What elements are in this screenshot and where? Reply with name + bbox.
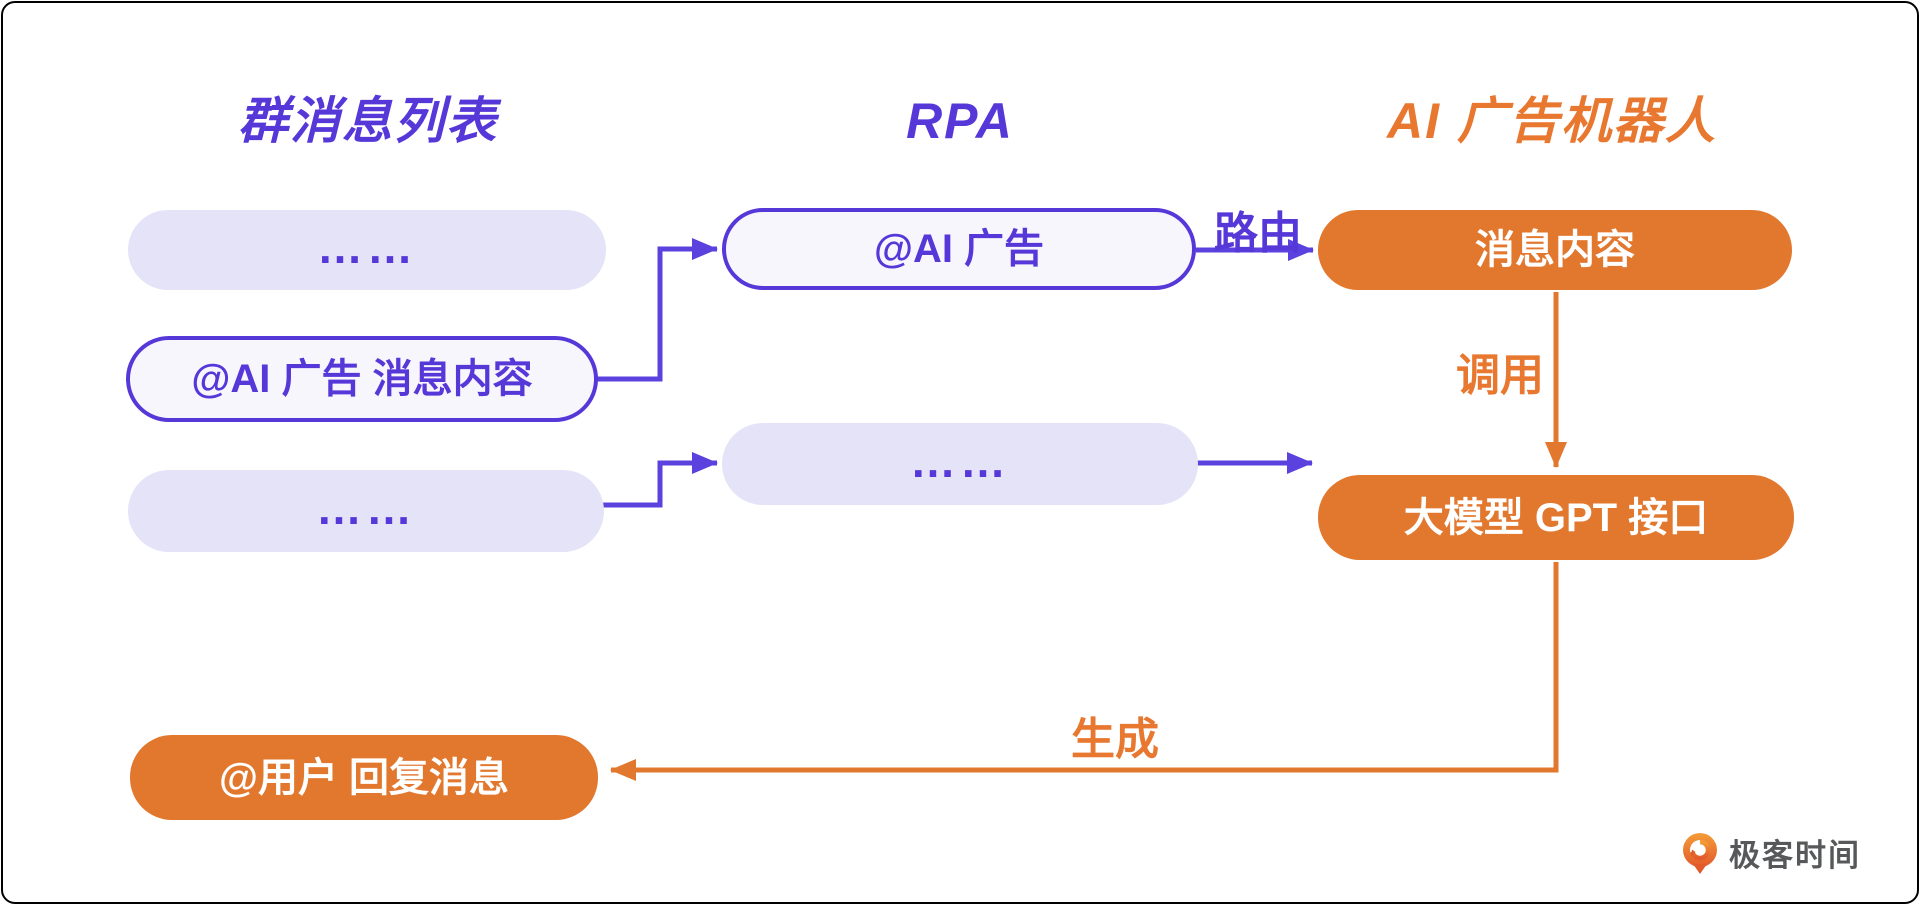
column-header-group-message-list: 群消息列表 bbox=[238, 93, 498, 149]
edge-label-invoke: 调用 bbox=[1456, 351, 1544, 400]
arrow-generate-reply bbox=[610, 562, 1559, 781]
node-llm-gpt-api: 大模型 GPT 接口 bbox=[1318, 475, 1794, 560]
node-group-message-bottom: …… bbox=[128, 470, 604, 552]
edge-label-route: 路由 bbox=[1214, 209, 1302, 258]
arrow-atmsg-to-rpa-match bbox=[597, 238, 718, 382]
column-header-rpa: RPA bbox=[906, 93, 1014, 149]
node-at-ai-ad-message: @AI 广告 消息内容 bbox=[126, 336, 598, 422]
edge-label-generate: 生成 bbox=[1071, 715, 1159, 764]
geektime-logo-text: 极客时间 bbox=[1729, 838, 1861, 873]
node-message-content: 消息内容 bbox=[1318, 210, 1792, 290]
geektime-pin-icon bbox=[1683, 832, 1717, 874]
arrow-othermsg-to-rpa-other bbox=[603, 452, 718, 508]
node-reply-to-user: @用户 回复消息 bbox=[130, 735, 598, 820]
node-group-message-top: …… bbox=[128, 210, 606, 290]
geektime-logo: 极客时间 bbox=[1680, 830, 1861, 875]
column-header-ai-ad-bot: AI 广告机器人 bbox=[1387, 93, 1717, 149]
node-rpa-at-ai-ad: @AI 广告 bbox=[722, 208, 1196, 290]
node-rpa-other: …… bbox=[722, 423, 1198, 505]
